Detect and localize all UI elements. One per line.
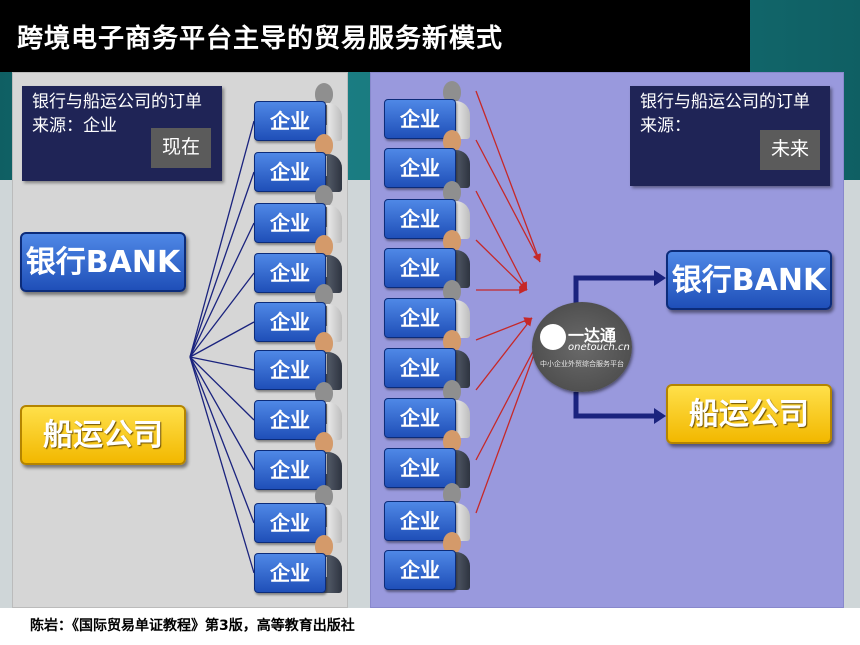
enterprise-box: 企业 — [384, 148, 456, 188]
enterprise-box: 企业 — [384, 550, 456, 590]
enterprise-box: 企业 — [254, 553, 326, 593]
enterprise-box: 企业 — [254, 503, 326, 543]
order-arrow-right — [475, 337, 541, 514]
hub-to-bank-connector — [573, 275, 662, 303]
hub-url: onetouch.cn — [568, 342, 630, 353]
order-arrow-left — [189, 120, 255, 358]
order-arrow-right — [475, 337, 541, 461]
enterprise-box: 企业 — [384, 199, 456, 239]
enterprise-box: 企业 — [384, 248, 456, 288]
order-arrow-left — [189, 356, 255, 524]
enterprise-box: 企业 — [384, 448, 456, 488]
note-text: 银行与船运公司的订单来源：企业 — [32, 92, 202, 136]
enterprise-box: 企业 — [384, 348, 456, 388]
enterprise-box: 企业 — [254, 101, 326, 141]
enterprise-box: 企业 — [254, 350, 326, 390]
tag-future: 未来 — [760, 130, 820, 170]
tag-current: 现在 — [151, 128, 211, 168]
background-bottom — [0, 608, 860, 645]
order-arrow-left — [189, 356, 255, 421]
hub-to-ship-connector — [573, 392, 662, 419]
enterprise-box: 企业 — [254, 302, 326, 342]
onetouch-logo-icon — [540, 324, 566, 350]
order-arrow-left — [189, 356, 255, 471]
order-arrow-left — [189, 356, 255, 371]
enterprise-box: 企业 — [384, 398, 456, 438]
enterprise-box: 企业 — [384, 298, 456, 338]
order-arrow-right — [475, 317, 533, 391]
enterprise-box: 企业 — [254, 400, 326, 440]
order-arrow-left — [189, 321, 255, 358]
onetouch-hub: 一达通 onetouch.cn 中小企业外贸综合服务平台 — [532, 302, 632, 392]
order-arrow-left — [189, 171, 255, 358]
enterprise-box: 企业 — [254, 203, 326, 243]
shipping-box-left: 船运公司 — [20, 405, 186, 465]
order-arrow-right — [475, 317, 533, 341]
bank-box-right: 银行BANK — [666, 250, 832, 310]
enterprise-box: 企业 — [254, 450, 326, 490]
enterprise-box: 企业 — [254, 253, 326, 293]
enterprise-box: 企业 — [384, 501, 456, 541]
shipping-box-right: 船运公司 — [666, 384, 832, 444]
title-bar: 跨境电子商务平台主导的贸易服务新模式 — [0, 0, 750, 72]
order-arrow-right — [475, 239, 528, 291]
page-title: 跨境电子商务平台主导的贸易服务新模式 — [17, 24, 504, 54]
hub-name: 一达通 — [568, 326, 617, 345]
note-text: 银行与船运公司的订单来源： — [640, 92, 810, 136]
enterprise-box: 企业 — [384, 99, 456, 139]
citation-footer: 陈岩：《国际贸易单证教程》第3版，高等教育出版社 — [30, 618, 355, 634]
hub-subtitle: 中小企业外贸综合服务平台 — [540, 360, 624, 368]
order-arrow-right — [475, 190, 528, 291]
order-arrow-right — [475, 90, 541, 263]
order-arrow-left — [189, 272, 255, 358]
bank-box-left: 银行BANK — [20, 232, 186, 292]
order-arrow-left — [189, 222, 255, 358]
order-arrow-right — [475, 139, 541, 263]
enterprise-box: 企业 — [254, 152, 326, 192]
order-arrow-left — [189, 356, 255, 574]
